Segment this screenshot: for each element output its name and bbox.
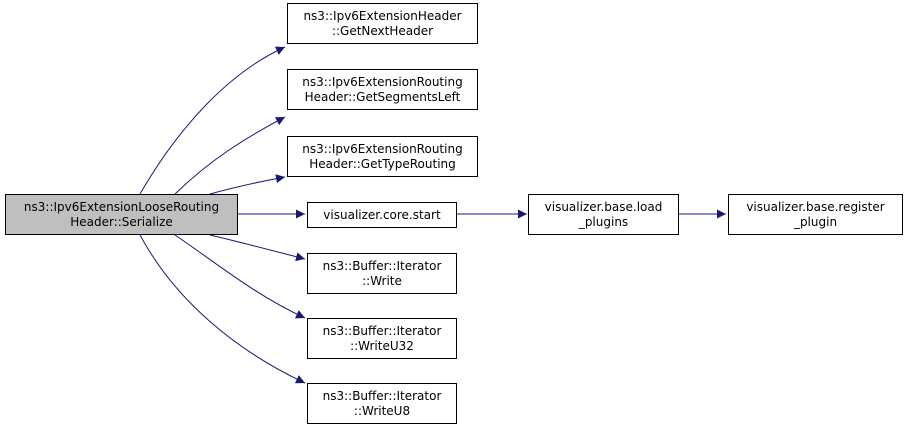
node-register-plugin[interactable]: visualizer.base.register _plugin: [728, 194, 903, 235]
node-write-u32[interactable]: ns3::Buffer::Iterator ::WriteU32: [307, 318, 457, 359]
edge-to-write: [209, 234, 306, 262]
node-load-plugins-line1: visualizer.base.load: [544, 199, 663, 214]
node-write-u32-line1: ns3::Buffer::Iterator: [322, 323, 442, 338]
node-write-u8-line1: ns3::Buffer::Iterator: [322, 388, 442, 403]
edge-to-get-type-routing: [209, 174, 286, 195]
node-get-segments-left-line1: ns3::Ipv6ExtensionRouting: [302, 74, 463, 89]
node-get-next-header[interactable]: ns3::Ipv6ExtensionHeader ::GetNextHeader: [287, 3, 478, 44]
node-get-type-routing-line1: ns3::Ipv6ExtensionRouting: [302, 141, 463, 156]
node-write[interactable]: ns3::Buffer::Iterator ::Write: [307, 253, 457, 294]
node-get-segments-left-line2: Header::GetSegmentsLeft: [304, 89, 461, 104]
node-root-serialize: ns3::Ipv6ExtensionLooseRouting Header::S…: [5, 194, 238, 235]
node-write-u32-line2: ::WriteU32: [350, 338, 414, 353]
node-write-u8[interactable]: ns3::Buffer::Iterator ::WriteU8: [307, 383, 457, 424]
node-register-plugin-line2: _plugin: [793, 214, 838, 229]
node-write-line1: ns3::Buffer::Iterator: [322, 258, 442, 273]
node-load-plugins-line2: _plugins: [578, 214, 629, 229]
node-write-u8-line2: ::WriteU8: [353, 403, 411, 418]
edge-to-write-u8: [139, 234, 306, 384]
node-register-plugin-line1: visualizer.base.register: [746, 199, 885, 214]
node-core-start-line1: visualizer.core.start: [323, 207, 441, 222]
node-get-next-header-line1: ns3::Ipv6ExtensionHeader: [303, 8, 462, 23]
node-get-segments-left[interactable]: ns3::Ipv6ExtensionRouting Header::GetSeg…: [287, 69, 478, 110]
node-get-type-routing-line2: Header::GetTypeRouting: [309, 156, 456, 171]
node-get-next-header-line2: ::GetNextHeader: [331, 23, 434, 38]
node-root-line2: Header::Serialize: [70, 214, 173, 229]
node-load-plugins[interactable]: visualizer.base.load _plugins: [528, 194, 679, 235]
node-core-start[interactable]: visualizer.core.start: [307, 202, 457, 228]
edge-to-get-segments-left: [174, 116, 286, 195]
node-root-line1: ns3::Ipv6ExtensionLooseRouting: [23, 199, 220, 214]
edge-to-get-next-header: [139, 46, 286, 195]
node-get-type-routing[interactable]: ns3::Ipv6ExtensionRouting Header::GetTyp…: [287, 136, 478, 177]
node-write-line2: ::Write: [362, 273, 402, 288]
edge-to-write-u32: [174, 234, 306, 319]
